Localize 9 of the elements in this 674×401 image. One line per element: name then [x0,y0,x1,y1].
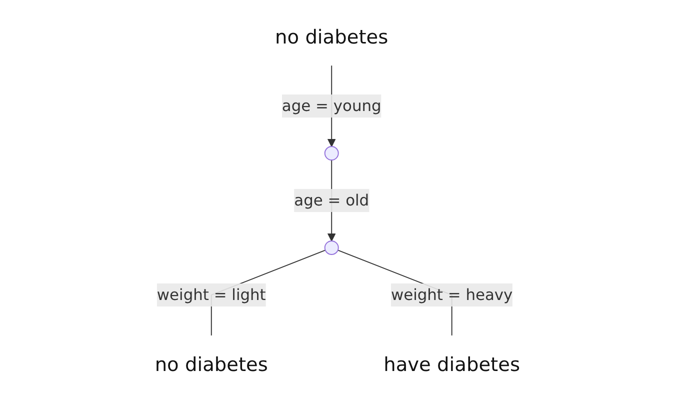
node-text: no diabetes [154,352,268,376]
node-text: no diabetes [274,25,388,48]
node-circle [324,146,338,160]
edge-label: age = young [281,96,381,115]
node-circle [324,240,338,255]
edge-label: age = old [294,190,369,210]
edge-label: weight = heavy [390,285,512,304]
node-text: have diabetes [383,352,520,376]
edge-label: weight = light [156,285,266,304]
